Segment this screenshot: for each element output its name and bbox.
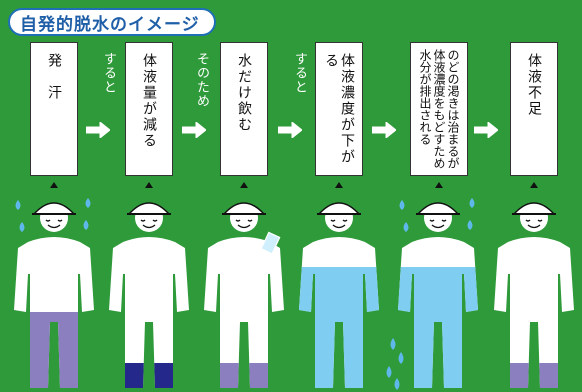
water-drop-icon — [398, 352, 404, 364]
worker-figure — [398, 198, 478, 388]
helmet-icon — [32, 202, 76, 215]
water-drop-icon — [394, 378, 400, 390]
arrow-right-icon — [372, 122, 396, 138]
sweat-drop-icon — [19, 222, 25, 232]
pointer-triangle — [50, 182, 58, 188]
water-drop-icon — [386, 366, 392, 378]
water-drop-icon — [390, 338, 396, 350]
worker-figure — [14, 198, 94, 388]
helmet-icon — [317, 202, 361, 215]
pointer-triangle — [530, 182, 538, 188]
sweat-drop-icon — [403, 222, 409, 232]
sweat-drop-icon — [15, 200, 21, 210]
sweat-drop-icon — [467, 220, 473, 230]
worker-figure — [109, 202, 189, 388]
glass-icon — [260, 231, 281, 255]
step-box-excretion: のどの渇きは治まるが 体液濃度をもどすため 水分が排出される — [410, 42, 468, 176]
worker-figure — [204, 202, 284, 388]
step-label-excretion: のどの渇きは治まるが 体液濃度をもどすため 水分が排出される — [418, 49, 460, 169]
step-label-drink-water: 水だけ飲む — [236, 53, 252, 133]
helmet-icon — [512, 202, 556, 215]
pointer-triangle — [240, 182, 248, 188]
arrow-right-icon — [182, 122, 206, 138]
step-box-drink-water: 水だけ飲む — [220, 42, 268, 176]
pointer-triangle — [435, 182, 443, 188]
step-box-fluid-shortage: 体液不足 — [510, 42, 558, 176]
sweat-drop-icon — [399, 200, 405, 210]
step-label-fluid-shortage: 体液不足 — [526, 53, 542, 117]
step-box-fluid-decrease: 体液量が減る — [125, 42, 173, 176]
sweat-drop-icon — [85, 198, 91, 208]
step-label-sweat: 発 汗 — [46, 53, 62, 101]
step-box-concentration-drop: 体液濃度が下がる — [315, 42, 363, 176]
arrow-right-icon — [474, 122, 498, 138]
helmet-icon — [416, 202, 460, 215]
helmet-icon — [127, 202, 171, 215]
sweat-drop-icon — [469, 198, 475, 208]
arrow-right-icon — [278, 122, 302, 138]
pointer-triangle — [335, 182, 343, 188]
arrow-right-icon — [86, 122, 110, 138]
worker-figure — [494, 202, 574, 388]
connector-text-1: すると — [101, 52, 116, 94]
sweat-drop-icon — [83, 220, 89, 230]
connector-text-2: そのため — [194, 52, 209, 108]
step-label-concentration-drop: 体液濃度が下がる — [323, 53, 355, 165]
diagram-title: 自発的脱水のイメージ — [8, 8, 216, 36]
helmet-icon — [222, 202, 266, 215]
worker-figure — [299, 202, 379, 388]
pointer-triangle — [145, 182, 153, 188]
step-label-fluid-decrease: 体液量が減る — [141, 53, 157, 149]
step-box-sweat: 発 汗 — [30, 42, 78, 176]
connector-text-3: すると — [292, 52, 307, 94]
